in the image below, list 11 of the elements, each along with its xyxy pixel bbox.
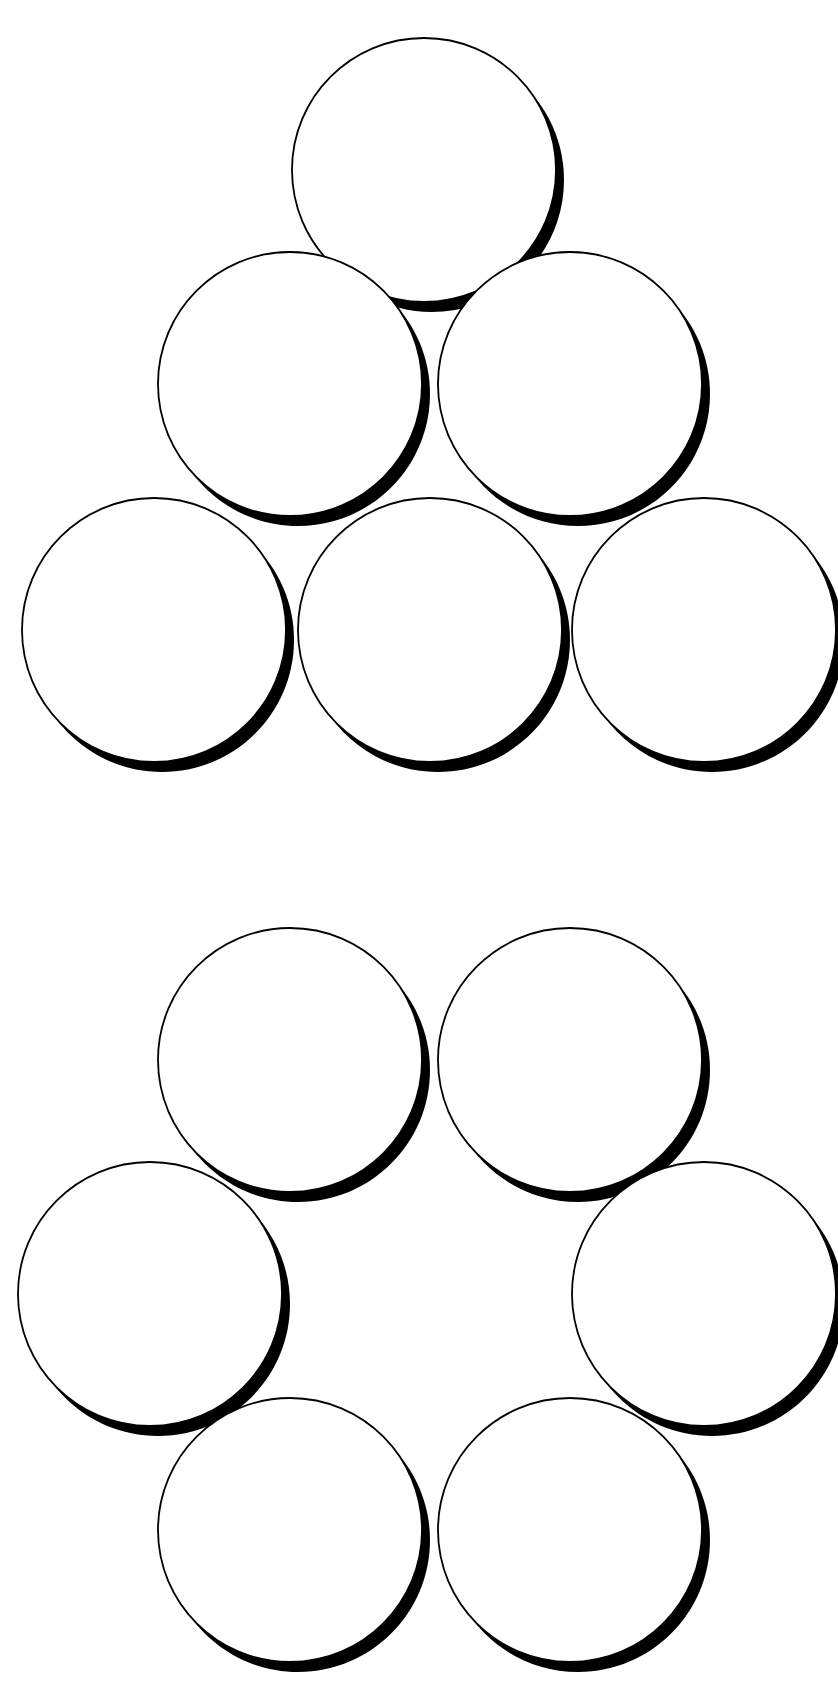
coin — [157, 251, 430, 526]
coin — [437, 251, 710, 526]
coin — [17, 1161, 290, 1436]
coin — [157, 927, 430, 1202]
coin — [571, 497, 838, 772]
coin — [297, 497, 570, 772]
coin — [21, 497, 294, 772]
coin — [157, 1397, 430, 1672]
coin — [437, 1397, 710, 1672]
coin — [571, 1161, 838, 1436]
coin — [437, 927, 710, 1202]
